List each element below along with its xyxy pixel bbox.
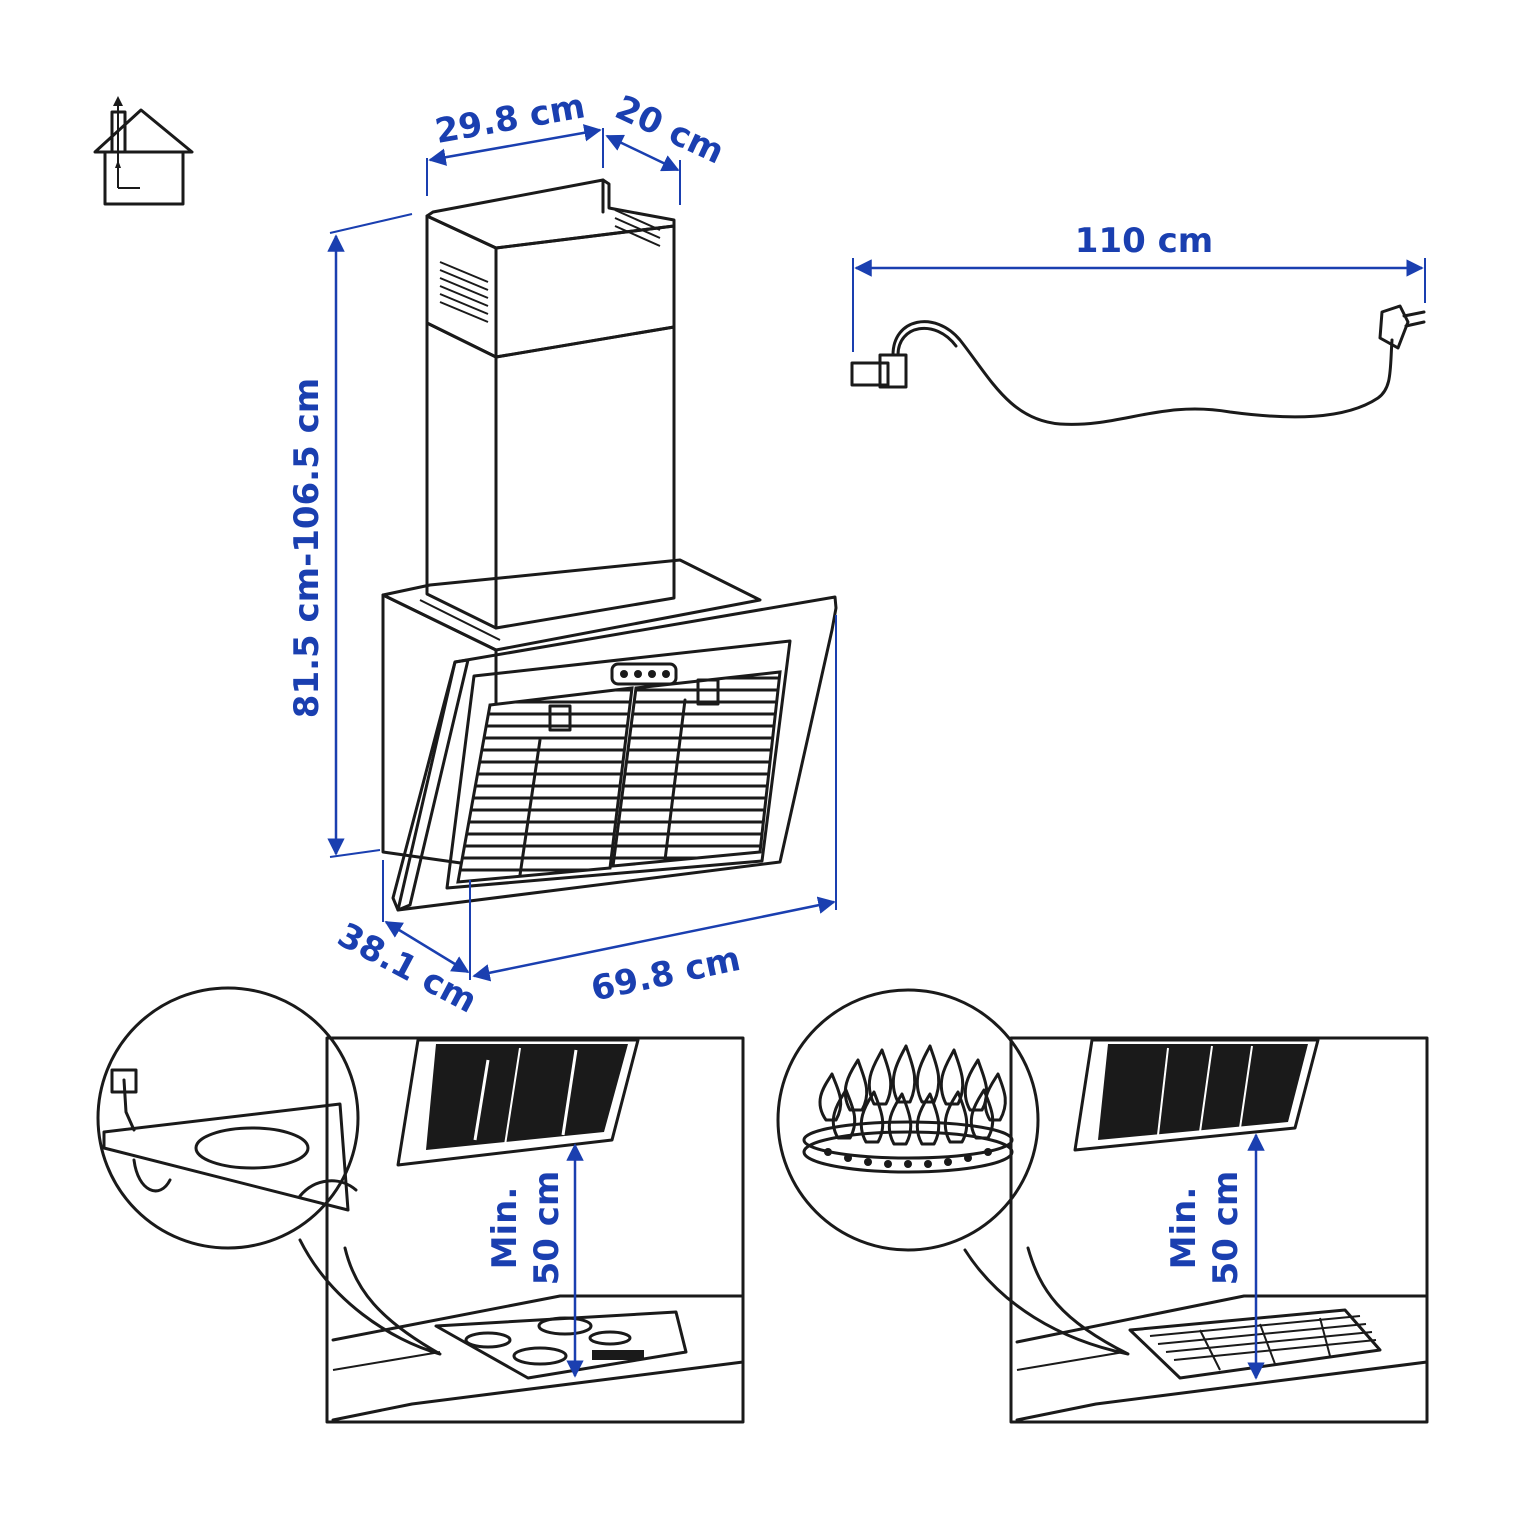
scene-gas-hob: Min. 50 cm xyxy=(776,988,1429,1424)
clearance-left-line2: 50 cm xyxy=(527,1171,567,1286)
dimension-lines xyxy=(327,124,1426,982)
clearance-right-line2: 50 cm xyxy=(1206,1171,1246,1286)
chimney-depth-label: 20 cm xyxy=(609,88,730,173)
filter-panel-right xyxy=(611,670,782,868)
control-buttons xyxy=(610,662,678,686)
chimney-width-label: 29.8 cm xyxy=(432,86,588,152)
gas-flame-icon xyxy=(802,1044,1014,1174)
filter-panel-left xyxy=(456,686,634,884)
height-range-label: 81.5 cm-106.5 cm xyxy=(287,378,327,718)
cooker-hood-drawing xyxy=(381,178,838,912)
cord-length-label: 110 cm xyxy=(1075,221,1213,261)
scene-electric-hob: Min. 50 cm xyxy=(96,986,745,1424)
clearance-right-line1: Min. xyxy=(1164,1187,1204,1270)
house-chimney-icon xyxy=(93,96,194,206)
clearance-left-line1: Min. xyxy=(485,1187,525,1270)
chimney-vent-slots xyxy=(439,209,661,323)
power-cord-plug-icon xyxy=(850,304,1426,426)
hood-width-label: 69.8 cm xyxy=(588,939,744,1010)
